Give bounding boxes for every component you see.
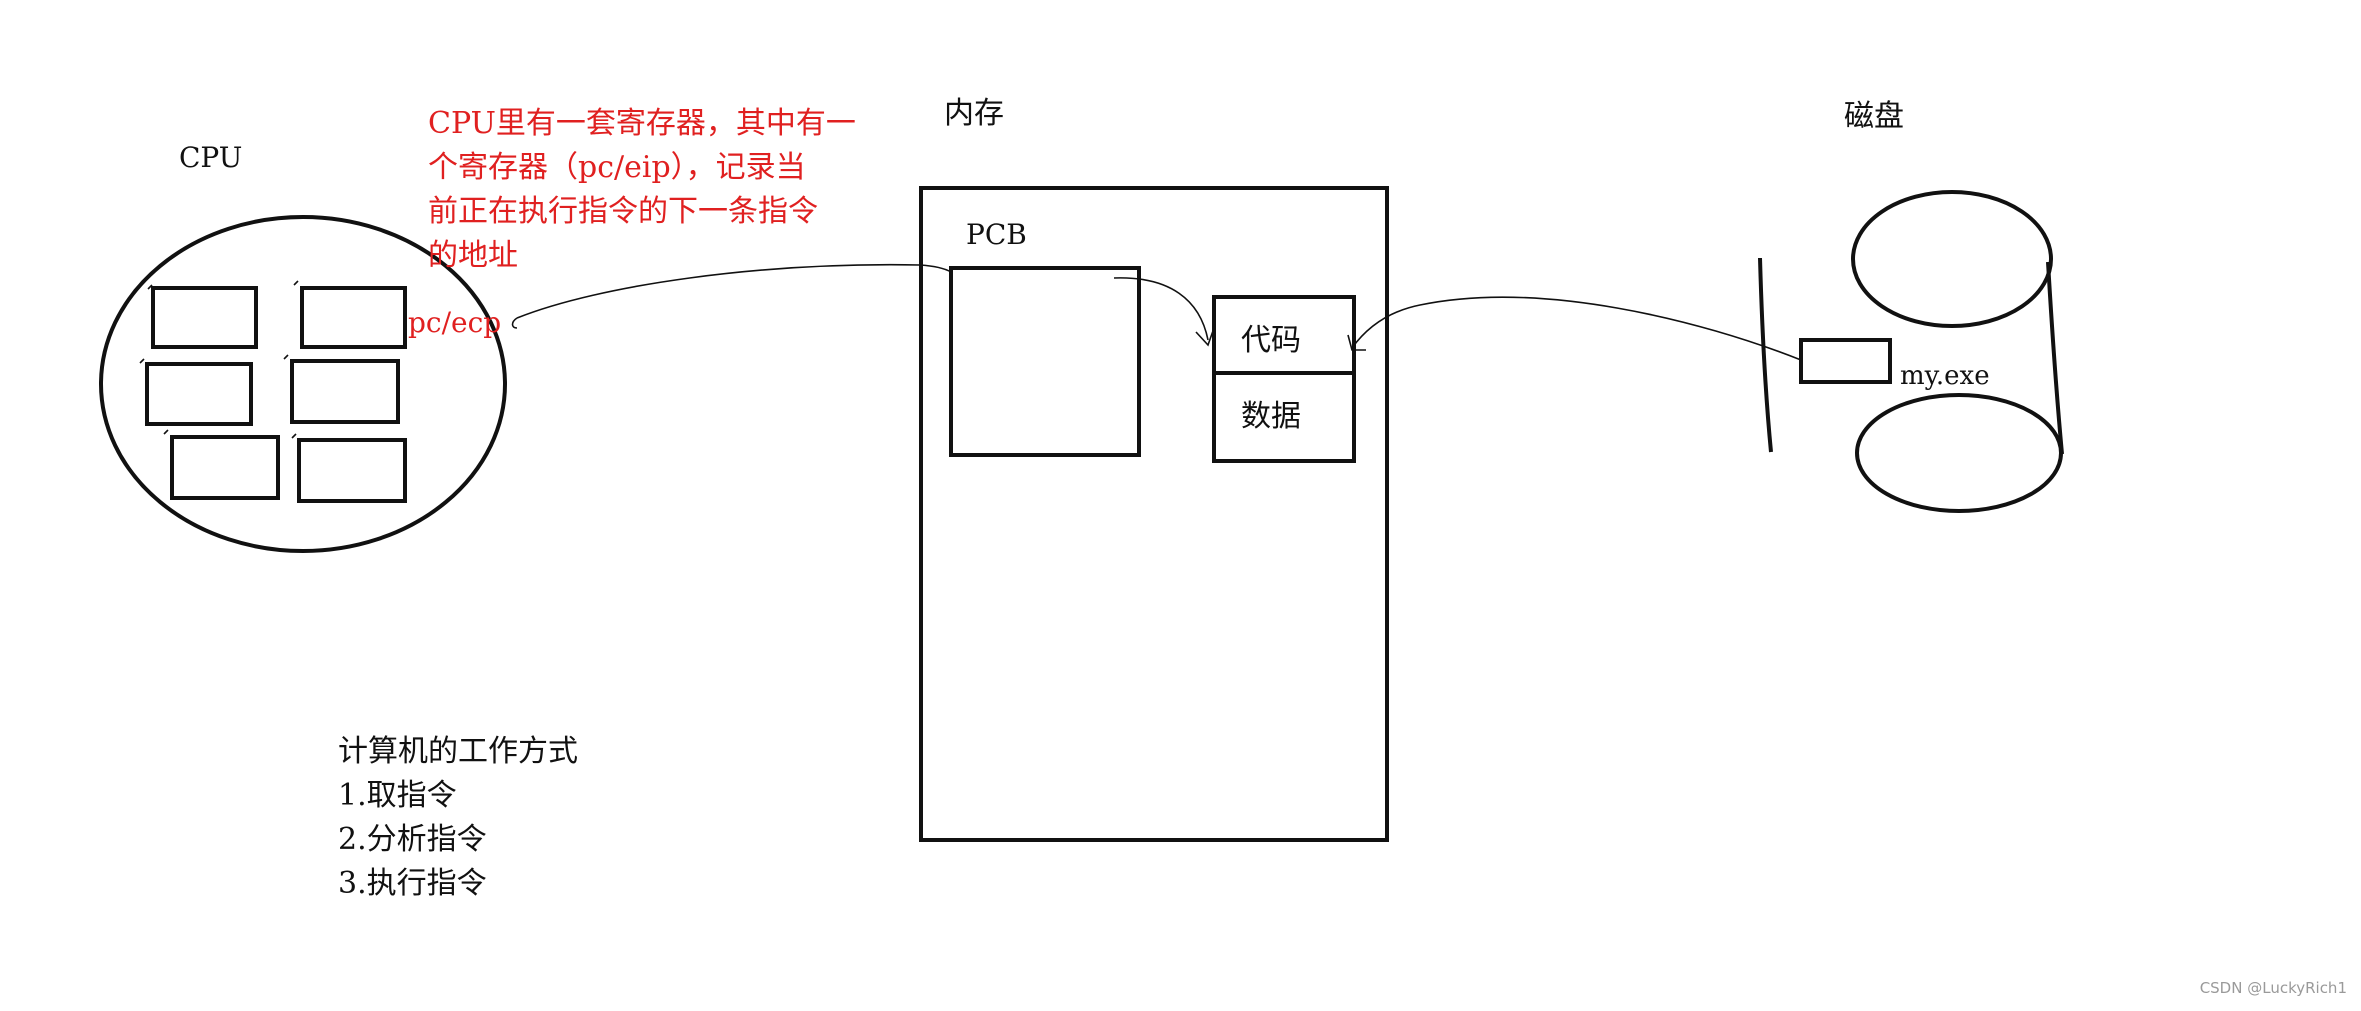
- tick-mark: [147, 284, 153, 290]
- pcb-label: PCB: [966, 218, 1027, 251]
- tick-mark: [163, 429, 169, 435]
- watermark: CSDN @LuckyRich1: [2199, 979, 2347, 997]
- register-note-line: 个寄存器（pc/eip），记录当: [428, 150, 806, 185]
- disk-label: 磁盘: [1844, 99, 1904, 134]
- cpu-label: CPU: [179, 141, 243, 174]
- cpu-register-box: [290, 359, 400, 424]
- pcb-to-code-arrowhead: [1195, 327, 1215, 347]
- cpu-ellipse: [99, 215, 507, 553]
- disk-top-ellipse: [1851, 190, 2053, 328]
- tick-mark: [293, 280, 299, 286]
- cpu-register-box: [300, 286, 407, 349]
- exe-label: my.exe: [1900, 361, 1990, 391]
- work-method-title: 计算机的工作方式: [338, 734, 578, 769]
- memory-box: [919, 186, 1389, 842]
- register-note-line: CPU里有一套寄存器，其中有一: [428, 106, 856, 141]
- register-note-line: 的地址: [428, 238, 518, 273]
- memory-label: 内存: [944, 96, 1004, 131]
- work-step: 3.执行指令: [338, 866, 487, 901]
- pcb-to-code-arrow: [1113, 277, 1209, 341]
- disk-to-code-arrowhead: [1347, 334, 1366, 351]
- cpu-register-box: [170, 435, 280, 500]
- register-note: CPU里有一套寄存器，其中有一 个寄存器（pc/eip），记录当 前正在执行指令…: [428, 102, 888, 278]
- tick-mark: [283, 354, 289, 360]
- register-label: pc/ecp: [408, 306, 502, 339]
- work-method-list: 计算机的工作方式 1.取指令 2.分析指令 3.执行指令: [338, 730, 578, 906]
- work-step: 1.取指令: [338, 778, 457, 813]
- data-label: 数据: [1241, 399, 1301, 434]
- exe-file-box: [1799, 338, 1892, 384]
- tick-mark: [139, 358, 145, 364]
- cpu-register-box: [151, 286, 258, 349]
- tick-mark: [291, 433, 297, 439]
- register-note-line: 前正在执行指令的下一条指令: [428, 194, 818, 229]
- cpu-register-box: [145, 362, 253, 426]
- pcb-box: [949, 266, 1141, 457]
- code-label: 代码: [1241, 323, 1301, 358]
- disk-to-code-arrow: [1351, 296, 1802, 361]
- data-box: [1212, 371, 1356, 463]
- disk-left-side: [1758, 257, 1773, 453]
- cpu-register-box: [297, 438, 407, 503]
- disk-bottom-ellipse: [1855, 393, 2063, 513]
- register-connector-hook: [511, 317, 518, 329]
- disk-right-side: [2046, 261, 2064, 455]
- work-step: 2.分析指令: [338, 822, 487, 857]
- register-to-pcb-connector: [516, 263, 952, 319]
